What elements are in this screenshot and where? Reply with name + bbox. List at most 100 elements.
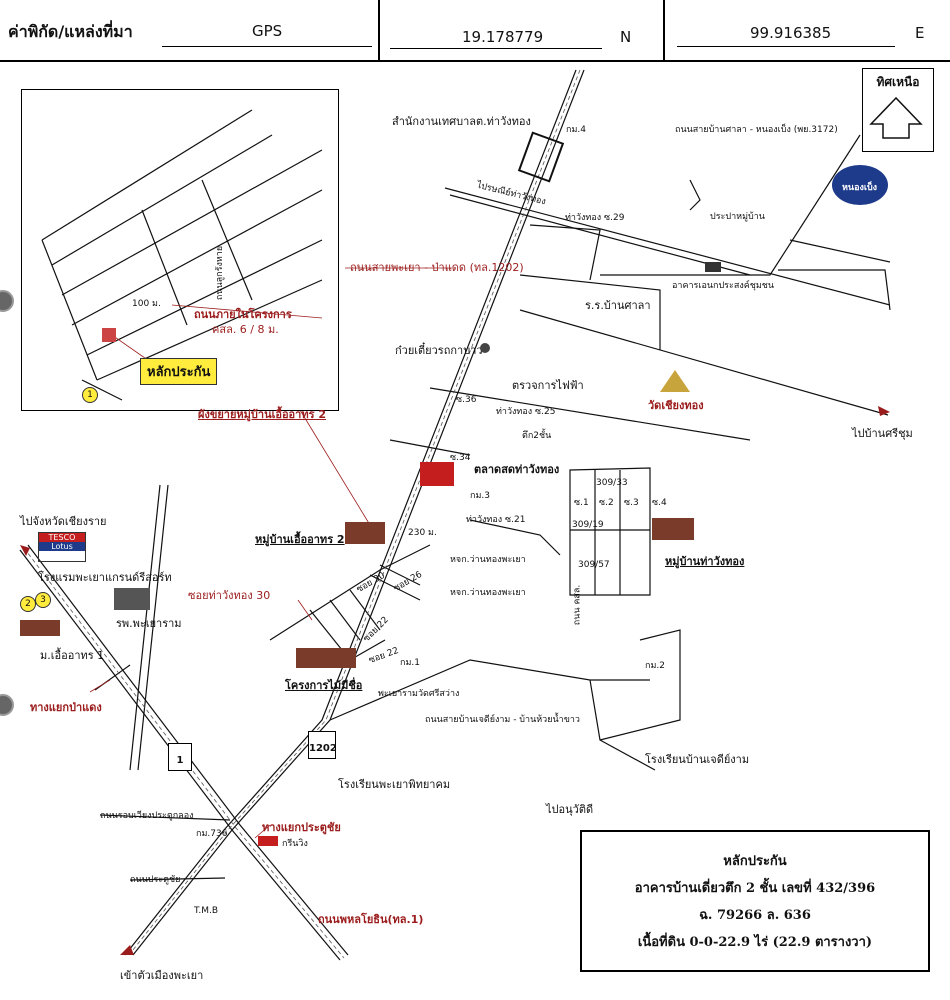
label-school-chedi: โรงเรียนบ้านเจดีย์งาม <box>645 753 750 766</box>
label-km3: กม.3 <box>470 491 490 501</box>
binder-hole <box>0 694 14 716</box>
label-to-city: เข้าตัวเมืองพะเยา <box>120 969 204 982</box>
tesco-bottom: Lotus <box>39 542 85 551</box>
collateral-line1: อาคารบ้านเดี่ยวตึก 2 ชั้น เลขที่ 432/396 <box>634 881 876 896</box>
village-icon <box>296 648 356 668</box>
highway-1-shield: 1 <box>168 743 192 771</box>
label-village-euaarthorn2: หมู่บ้านเอื้ออาทร 2 <box>255 533 345 546</box>
label-soi29: ท่าวังทอง ซ.29 <box>565 213 625 223</box>
latitude-dir: N <box>620 28 632 46</box>
village-icon <box>20 620 60 636</box>
header-lon-cell: 99.916385 E <box>665 0 948 60</box>
label-two-storey: ตึก2ชั้น <box>522 431 552 441</box>
label-to-sichum: ไปบ้านศรีชุม <box>852 427 913 440</box>
north-label: ทิศเหนือ <box>876 75 920 89</box>
label-electric: ตรวจการไฟฟ้า <box>512 379 584 392</box>
inset-streets <box>41 109 323 401</box>
label-s1: ซ.1 <box>574 498 589 508</box>
label-km736: กม.736 <box>196 829 228 839</box>
label-km1: กม.1 <box>400 658 420 668</box>
village-icon <box>652 518 694 540</box>
north-indicator: ทิศเหนือ <box>862 68 934 152</box>
label-h309-57: 309/57 <box>578 560 610 570</box>
label-soi30: ซอยท่าวังทอง 30 <box>188 589 271 602</box>
lat-underline <box>390 48 602 49</box>
label-shop2: หจก.ว่านทองพะเยา <box>450 588 526 598</box>
label-tawangthong-village: หมู่บ้านท่าวังทอง <box>665 555 745 568</box>
inset-house-icon <box>102 328 116 342</box>
label-temple-road: พะเยารามวัดศรีสว่าง <box>378 689 460 699</box>
label-nong-beng: หนองเบ็ง <box>842 183 878 193</box>
lon-underline <box>677 46 895 47</box>
label-phahonyothin: ถนนพหลโยธิน(ทล.1) <box>318 913 424 926</box>
label-km2: กม.2 <box>645 661 665 671</box>
hospital-icon <box>114 588 150 610</box>
coord-source-label: ค่าพิกัด/แหล่งที่มา <box>8 22 133 41</box>
inset-caption: ผังขยายหมู่บ้านเอื้ออาทร 2 <box>198 408 326 421</box>
label-concrete-road: ถนน คสล. <box>572 584 583 626</box>
label-tmb: T.M.B <box>194 906 219 916</box>
marker-1: 1 <box>82 387 98 403</box>
label-project-mai: โครงการไม้มีชื่อ <box>285 679 363 692</box>
label-shop1: หจก.ว่านทองพะเยา <box>450 555 526 565</box>
label-to-wat: ไปอนุวัติดี <box>546 803 594 816</box>
lake-shape <box>832 165 888 205</box>
label-municipality: สำนักงานเทศบาลต.ท่าวังทอง <box>392 115 531 128</box>
label-soi36: ซ.36 <box>456 395 477 405</box>
collateral-title: หลักประกัน <box>723 854 787 869</box>
temple-icon <box>660 370 690 392</box>
header-source-cell: ค่าพิกัด/แหล่งที่มา GPS <box>0 0 380 60</box>
header-bar: ค่าพิกัด/แหล่งที่มา GPS 19.178779 N 99.9… <box>0 0 950 62</box>
label-noodle: ก๋วยเตี๋ยวรถกาบาว <box>395 344 483 357</box>
market-icon <box>420 462 454 486</box>
tesco-top: TESCO <box>39 533 85 542</box>
label-road-1202: ถนนสายพะเยา - ป่าแดด (ทล.1202) <box>350 261 524 274</box>
inset-map: 100 ม. ถนนลูกรังหาย ถนนภายในโครงการ คสล.… <box>21 89 339 411</box>
longitude-value: 99.916385 <box>750 24 832 42</box>
label-hotel: โรงแรมพะเยาแกรนด์รีสอร์ท <box>38 571 172 584</box>
label-market: ตลาดสดท่าวังทอง <box>474 463 560 476</box>
label-soi21: ท่าวังทอง ซ.21 <box>466 515 526 525</box>
label-junction-pratu: ทางแยกประตูชัย <box>262 821 341 834</box>
village-icon <box>345 522 385 544</box>
inset-road-label-2: คสล. 6 / 8 ม. <box>212 323 279 336</box>
label-road-chediyam: ถนนสายบ้านเจดีย์งาม - บ้านห้วยน้ำขาว <box>425 715 580 725</box>
header-lat-cell: 19.178779 N <box>380 0 665 60</box>
label-s2: ซ.2 <box>599 498 614 508</box>
label-km4: กม.4 <box>566 125 586 135</box>
label-s4: ซ.4 <box>652 498 667 508</box>
label-junction-padaeng: ทางแยกป่าแดง <box>30 701 102 714</box>
label-h309-19: 309/19 <box>572 520 604 530</box>
label-ring-road: ถนนรอบเวียงประตูกลอง <box>100 811 194 821</box>
label-hospital: รพ.พะเยาราม <box>116 617 182 630</box>
label-to-chiangrai: ไปจังหวัดเชียงราย <box>20 515 107 528</box>
tesco-logo: TESCO Lotus <box>38 532 86 562</box>
source-underline <box>162 46 372 47</box>
label-s3: ซ.3 <box>624 498 639 508</box>
label-dist230: 230 ม. <box>408 528 437 538</box>
longitude-dir: E <box>915 24 925 42</box>
marker-3: 3 <box>35 592 51 608</box>
inset-road-label-1: ถนนภายในโครงการ <box>194 308 292 321</box>
inset-side-road: ถนนลูกรังหาย <box>215 245 226 301</box>
collateral-tag: หลักประกัน <box>140 358 218 385</box>
label-soi25: ท่าวังทอง ซ.25 <box>496 407 556 417</box>
label-water: ประปาหมู่บ้าน <box>710 212 765 222</box>
label-wat: วัดเชียงทอง <box>648 399 704 412</box>
marker-2: 2 <box>20 596 36 612</box>
label-pratuchai-rd: ถนนประตูชัย <box>130 875 181 885</box>
label-village-euaarthorn1: ม.เอื้ออาทร 1 <box>40 649 105 662</box>
green-wing-icon <box>258 836 278 846</box>
inset-distance: 100 ม. <box>132 299 161 309</box>
label-green-wing: กรีนวิง <box>282 839 308 849</box>
north-arrow-icon <box>869 96 923 139</box>
source-value: GPS <box>252 22 283 40</box>
latitude-value: 19.178779 <box>462 28 544 46</box>
label-school-banpsaala: ร.ร.บ้านศาลา <box>585 299 651 312</box>
collateral-line2: ฉ. 79266 ล. 636 <box>699 908 811 923</box>
label-school-phayao: โรงเรียนพะเยาพิทยาคม <box>338 778 451 791</box>
label-h309-33: 309/33 <box>596 478 628 488</box>
label-road-banpsaala: ถนนสายบ้านศาลา - หนองเบ็ง (พย.3172) <box>675 125 838 135</box>
label-soi34: ซ.34 <box>450 453 471 463</box>
